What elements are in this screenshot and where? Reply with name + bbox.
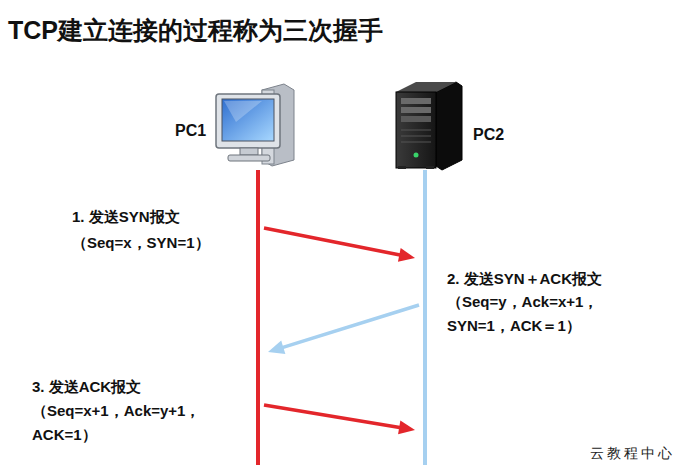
message-step: 2. 发送SYN＋ACK报文 — [447, 267, 602, 291]
arrow-line — [264, 228, 401, 255]
message-arrow — [268, 305, 419, 354]
message-arrow — [264, 405, 415, 434]
host-lifeline: PC2 — [423, 170, 427, 465]
arrow-line — [281, 305, 419, 348]
server-icon — [396, 82, 462, 170]
arrow-line — [264, 405, 401, 428]
arrow-head — [398, 248, 415, 262]
arrow-head — [398, 420, 415, 434]
message-fields: （Seq=x，SYN=1） — [72, 231, 210, 255]
pc-icon — [216, 84, 294, 166]
message-fields: （Seq=y，Ack=x+1， SYN=1，ACK＝1） — [447, 290, 627, 338]
arrow-head — [268, 341, 285, 354]
message-step: 3. 发送ACK报文 — [32, 375, 141, 399]
message-arrow — [264, 228, 415, 262]
host-lifeline: PC1 — [256, 170, 260, 465]
host-name: PC2 — [473, 126, 504, 144]
message-step: 1. 发送SYN报文 — [72, 205, 180, 229]
message-fields: （Seq=x+1，Ack=y+1， ACK=1） — [32, 399, 212, 447]
watermark: 云教程中心 — [590, 441, 675, 465]
host-name: PC1 — [175, 122, 206, 140]
slide-title: TCP建立连接的过程称为三次握手 — [8, 14, 383, 47]
